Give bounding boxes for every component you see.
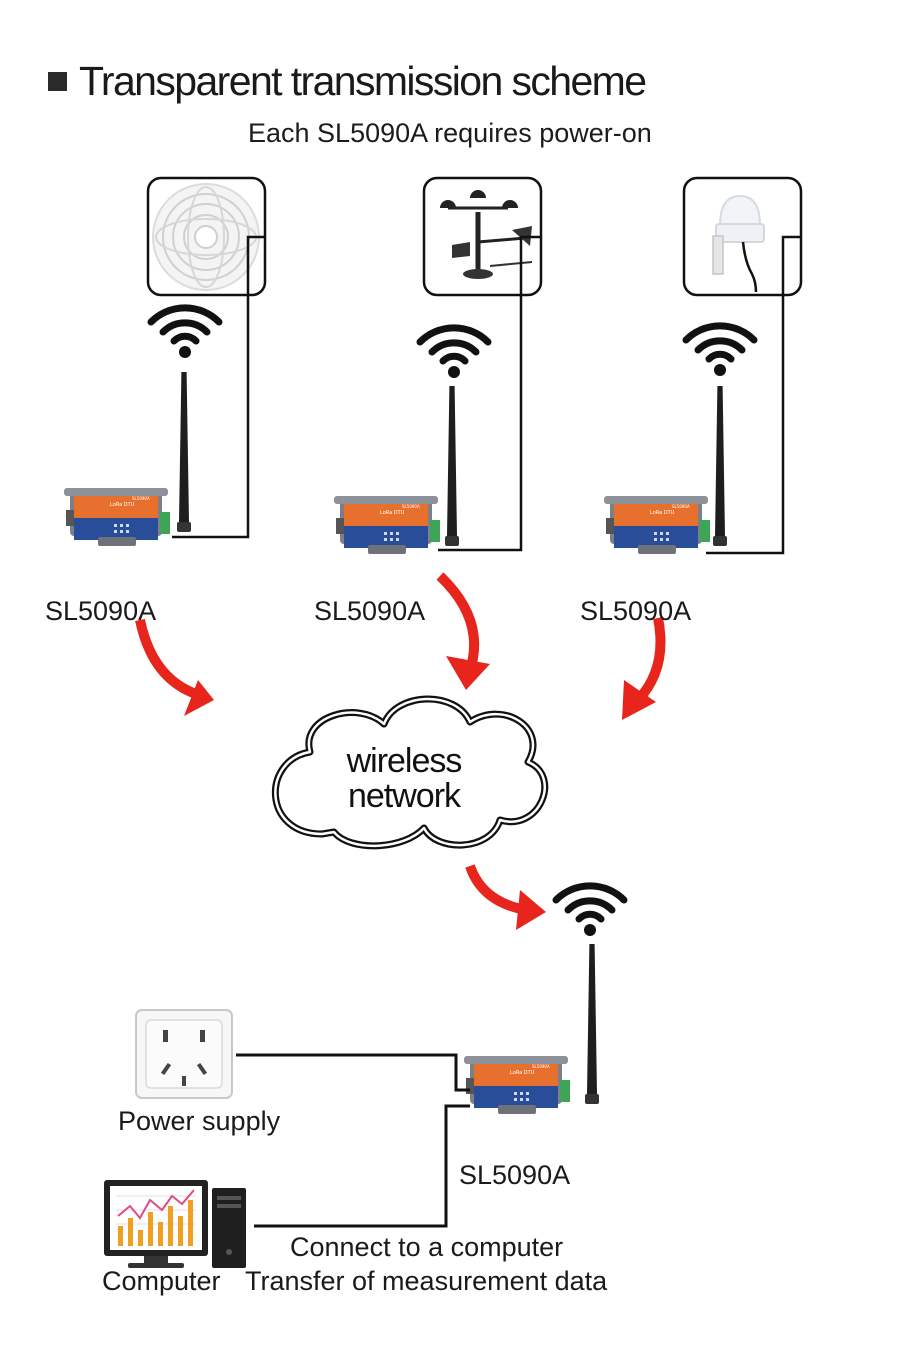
device-label-left: SL5090A <box>45 596 157 626</box>
computer-icon <box>104 1180 246 1268</box>
wifi-icon-left <box>151 308 219 358</box>
device-middle <box>334 496 440 554</box>
power-supply-label: Power supply <box>118 1106 281 1136</box>
arrow-middle-to-cloud <box>436 572 490 690</box>
cloud-label-line2: network <box>347 777 461 815</box>
cloud-label: wireless network <box>300 744 508 814</box>
antenna-left <box>177 372 191 532</box>
device-label-right: SL5090A <box>580 596 692 626</box>
device-label-receiver: SL5090A <box>459 1160 571 1190</box>
device-receiver <box>464 1056 570 1114</box>
sensor-wire-middle <box>438 235 541 552</box>
power-wire <box>236 1053 470 1092</box>
wireless-network-cloud <box>272 695 549 850</box>
anemometer-icon <box>440 190 533 279</box>
title-row: Transparent transmission scheme <box>48 58 647 105</box>
title-bullet-icon <box>48 72 67 91</box>
connection-label-line2: Transfer of measurement data <box>245 1266 608 1296</box>
computer-wire <box>254 1104 470 1228</box>
page-subtitle: Each SL5090A requires power-on <box>248 118 652 148</box>
wifi-icon-right <box>686 326 754 376</box>
sensor-wire-left <box>172 235 265 539</box>
antenna-right <box>713 386 727 546</box>
arrow-cloud-to-receiver <box>465 864 546 930</box>
antenna-middle <box>445 386 459 546</box>
device-label-middle: SL5090A <box>314 596 426 626</box>
page-title: Transparent transmission scheme <box>79 58 647 104</box>
louver-sensor-icon <box>152 183 260 291</box>
antenna-receiver <box>585 944 599 1104</box>
cloud-label-line1: wireless <box>346 742 463 780</box>
rain-sensor-icon <box>712 194 765 293</box>
connection-label-line1: Connect to a computer <box>290 1232 564 1262</box>
arrow-left-to-cloud <box>135 618 214 716</box>
power-outlet-icon <box>135 1009 233 1099</box>
wifi-icon-middle <box>420 328 488 378</box>
sensor-box-anemometer <box>422 176 543 297</box>
device-left <box>64 488 170 546</box>
computer-label: Computer <box>102 1266 221 1296</box>
device-right <box>604 496 710 554</box>
arrow-right-to-cloud <box>622 617 666 720</box>
sensor-box-rain <box>682 176 803 297</box>
sensor-wire-right <box>706 235 801 555</box>
wifi-icon-receiver <box>556 886 624 936</box>
